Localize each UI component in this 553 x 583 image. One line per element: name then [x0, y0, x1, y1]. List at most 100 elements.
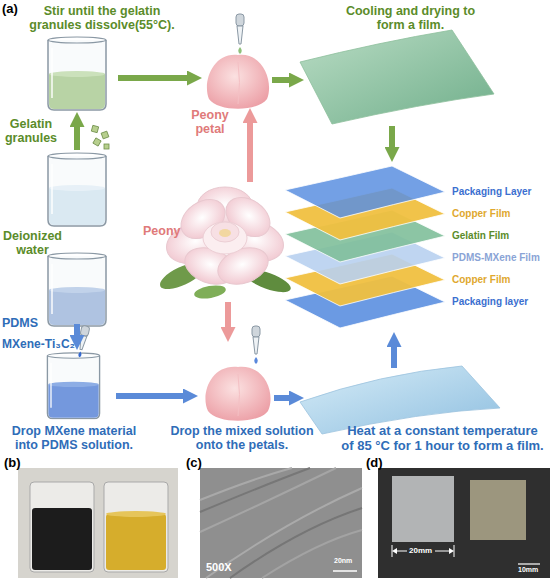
gelatin-beaker — [48, 37, 106, 110]
layer-label: Copper Film — [452, 274, 510, 286]
film-photo — [378, 468, 550, 578]
material-label: Deionized water — [0, 229, 65, 258]
panel-letter: (b) — [4, 456, 21, 471]
film-photo — [470, 480, 526, 540]
scale-label: 20nm — [334, 557, 352, 564]
peony-flower — [219, 189, 278, 244]
sem-micrograph — [200, 468, 362, 578]
mxene-beaker — [47, 353, 99, 419]
sem-micrograph — [200, 468, 362, 578]
panel-letter: (a) — [2, 2, 18, 17]
solution-photo — [32, 508, 92, 570]
dimension-label: 10mm — [518, 566, 538, 573]
peony-flower — [193, 283, 227, 300]
process-arrow — [389, 126, 395, 150]
film-photo — [392, 476, 454, 542]
peony-flower — [203, 222, 247, 254]
layer-label: Packaging Layer — [452, 186, 531, 198]
gelatin-granules — [91, 125, 109, 149]
process-arrow — [118, 75, 190, 81]
process-arrow — [74, 324, 80, 338]
solution-photo — [30, 482, 94, 572]
pipette — [252, 326, 260, 364]
sem-micrograph — [333, 570, 357, 572]
peony-petal — [205, 367, 270, 421]
gelatin-film-sheet — [300, 30, 494, 124]
layer-label: Gelatin Film — [452, 230, 509, 242]
sem-micrograph — [262, 530, 362, 578]
pipette — [254, 357, 258, 364]
peony-petal — [207, 55, 269, 109]
dimension-label: 20mm — [409, 547, 432, 555]
process-arrow — [74, 124, 80, 150]
peony-flower — [156, 187, 293, 301]
pipette — [236, 14, 244, 26]
water-beaker — [48, 153, 106, 226]
gelatin-beaker — [48, 37, 106, 110]
pipette — [237, 26, 243, 44]
sem-micrograph — [200, 468, 336, 532]
step-caption: Drop MXene material into PDMS solution. — [5, 424, 143, 453]
pipette — [238, 47, 242, 54]
peony-petal — [238, 374, 240, 416]
peony-flower — [211, 222, 239, 242]
step-caption: Cooling and drying to form a film. — [338, 4, 483, 33]
solution-photo — [106, 511, 166, 517]
gelatin-granules — [104, 144, 109, 149]
gelatin-granules — [91, 125, 98, 132]
process-arrow — [225, 302, 231, 330]
material-label: PDMS — [2, 316, 38, 330]
film-photo — [392, 548, 397, 554]
film-photo — [454, 545, 455, 557]
peony-petal — [207, 55, 269, 109]
film-photo — [392, 545, 393, 557]
peony-petal — [205, 367, 270, 421]
sem-micrograph — [206, 488, 362, 578]
gelatin-film-sheet — [300, 30, 494, 124]
step-caption: Drop the mixed solution onto the petals. — [163, 424, 321, 453]
layer-label: Copper Film — [452, 208, 510, 220]
water-beaker — [48, 153, 106, 226]
peony-petal — [238, 62, 240, 104]
process-arrow — [116, 393, 186, 399]
pdms-beaker — [48, 253, 106, 326]
step-caption: Stir until the gelatin granules dissolve… — [22, 4, 182, 33]
film-photo — [518, 563, 540, 564]
process-arrow — [391, 344, 397, 368]
sem-micrograph — [200, 468, 362, 578]
process-arrow — [77, 78, 394, 398]
solution-photo — [18, 468, 178, 578]
layer-label: Packaging layer — [452, 296, 528, 308]
gelatin-granules — [93, 138, 101, 146]
sem-micrograph — [230, 508, 362, 578]
process-arrow — [272, 77, 292, 83]
pipette — [236, 14, 244, 54]
magnification-label: 500X — [206, 562, 232, 573]
film-photo — [378, 468, 550, 578]
solution-photo — [104, 482, 168, 572]
panel-letter: (d) — [366, 456, 383, 471]
micrograph-panel: 500X 20nm — [200, 468, 362, 578]
film-photo — [449, 548, 454, 554]
process-arrow — [274, 395, 292, 401]
panel-letter: (c) — [186, 456, 202, 471]
material-label: Peony petal — [185, 108, 235, 137]
gelatin-granules — [101, 131, 109, 139]
layer-stack — [285, 166, 445, 218]
sem-micrograph — [200, 468, 310, 512]
pdms-beaker — [48, 253, 106, 326]
solution-photo — [106, 514, 166, 570]
material-label: Gelatin granules — [0, 117, 62, 146]
material-label: Peony — [143, 224, 181, 238]
pipette — [253, 337, 259, 354]
layer-label: PDMS-MXene Film — [452, 252, 540, 264]
step-caption: Heat at a constant temperature of 85 °C … — [340, 424, 545, 454]
process-arrow — [247, 120, 253, 182]
pipette — [78, 351, 82, 357]
peony-flower — [219, 229, 231, 237]
solution-photo — [18, 468, 178, 578]
layer-stack — [285, 166, 445, 328]
material-label: MXene-Ti₃C₂ — [2, 338, 75, 352]
